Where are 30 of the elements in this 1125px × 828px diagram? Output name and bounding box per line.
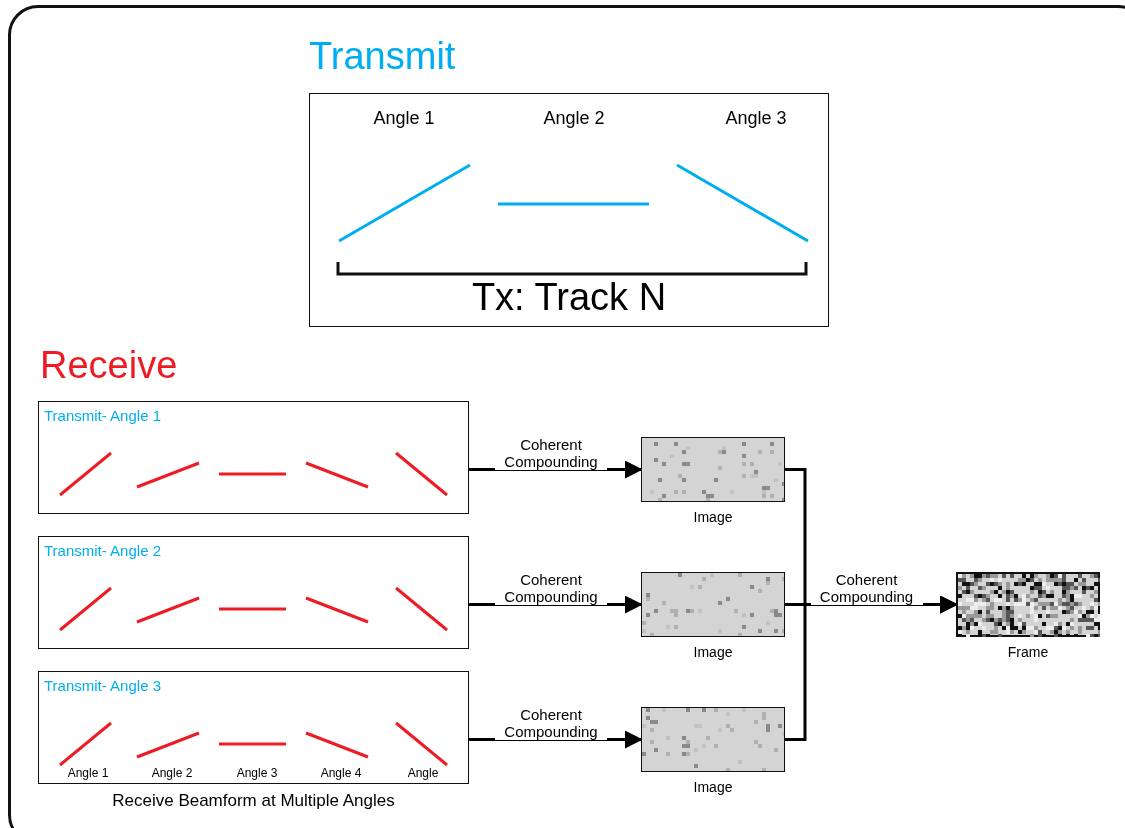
track-label: Tx: Track N <box>471 278 667 316</box>
angle-label: Angle 1 <box>373 109 435 127</box>
arrow <box>785 595 958 741</box>
node-label: Image <box>693 510 733 524</box>
node-label: Receive Beamform at Multiple Angles <box>112 792 395 809</box>
outlined-box <box>38 401 469 514</box>
panel-title: Transmit- Angle 2 <box>44 543 161 558</box>
angle-label: Angle 4 <box>320 767 362 779</box>
speckle-image <box>641 572 785 637</box>
node-label: Image <box>693 645 733 659</box>
section-title: Transmit <box>309 37 456 75</box>
speckle-image <box>641 707 785 772</box>
arrow <box>469 595 643 614</box>
arrow <box>469 460 643 479</box>
speckle-image <box>641 437 785 502</box>
speckle-image <box>956 572 1100 637</box>
outlined-box <box>38 671 469 784</box>
angle-label: Angle 2 <box>151 767 193 779</box>
outlined-box <box>38 536 469 649</box>
node-label: Frame <box>1007 645 1049 659</box>
angle-label: Angle 3 <box>236 767 278 779</box>
angle-label: Angle <box>407 767 439 779</box>
panel-title: Transmit- Angle 1 <box>44 408 161 423</box>
arrow <box>469 730 643 749</box>
angle-label: Angle 3 <box>725 109 787 127</box>
section-title: Receive <box>40 346 178 384</box>
angle-label: Angle 1 <box>67 767 109 779</box>
angle-label: Angle 2 <box>543 109 605 127</box>
panel-title: Transmit- Angle 3 <box>44 678 161 693</box>
node-label: Image <box>693 780 733 794</box>
